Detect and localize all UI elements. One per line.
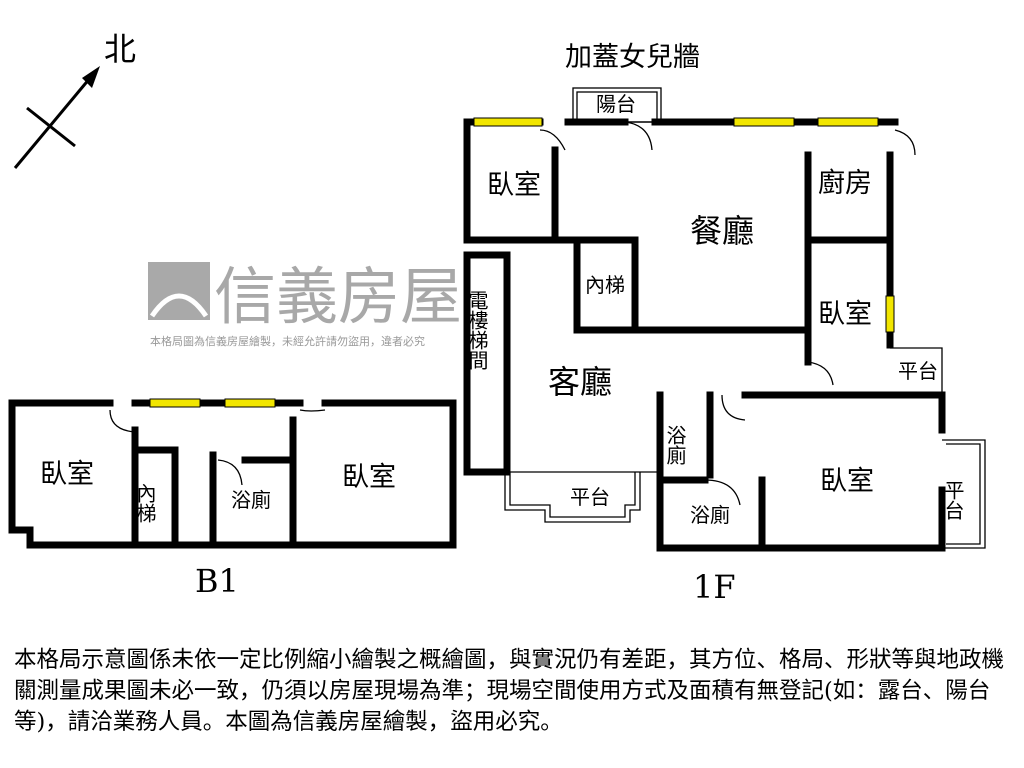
floor-1f-label: 1F — [693, 568, 736, 606]
room-living: 客廳 — [548, 363, 612, 401]
room-bedroom-nw: 臥室 — [487, 170, 541, 201]
watermark-brand: 信義房屋 — [214, 260, 462, 333]
floor-b1-label: B1 — [195, 562, 239, 600]
room-inner-stair-1f: 內梯 — [585, 273, 625, 297]
room-bath-1: 浴廁 — [663, 425, 687, 466]
room-platform-e: 平台 — [898, 359, 938, 383]
room-balcony-top: 陽台 — [596, 92, 636, 116]
room-bedroom-se: 臥室 — [820, 466, 874, 497]
room-platform-se: 平台 — [941, 480, 965, 520]
room-bedroom-e: 臥室 — [818, 299, 872, 330]
room-b1-bedroom-w: 臥室 — [40, 459, 94, 490]
compass-label: 北 — [104, 30, 136, 68]
roof-note: 加蓋女兒牆 — [565, 42, 700, 73]
room-bath-2: 浴廁 — [690, 503, 730, 527]
floor-b1-walls — [8, 398, 457, 549]
room-kitchen: 廚房 — [818, 168, 872, 199]
floor-1f-walls — [463, 87, 986, 552]
room-b1-inner-stair: 內梯 — [133, 483, 157, 523]
room-b1-bath: 浴廁 — [231, 488, 271, 512]
room-b1-bedroom-e: 臥室 — [342, 462, 396, 493]
disclaimer-text: 本格局示意圖係未依一定比例縮小繪製之概繪圖，與實況仍有差距，其方位、格局、形狀等… — [14, 647, 1005, 735]
room-elevator: 電樓梯間 — [465, 290, 489, 370]
north-arrow-icon — [82, 66, 100, 88]
watermark: 信義房屋 本格局圖為信義房屋繪製，未經允許請勿盜用，違者必究 — [148, 260, 462, 348]
room-dining: 餐廳 — [690, 212, 754, 250]
room-platform-s: 平台 — [570, 485, 610, 509]
compass: 北 — [13, 30, 136, 169]
watermark-notice: 本格局圖為信義房屋繪製，未經允許請勿盜用，違者必究 — [150, 334, 425, 348]
